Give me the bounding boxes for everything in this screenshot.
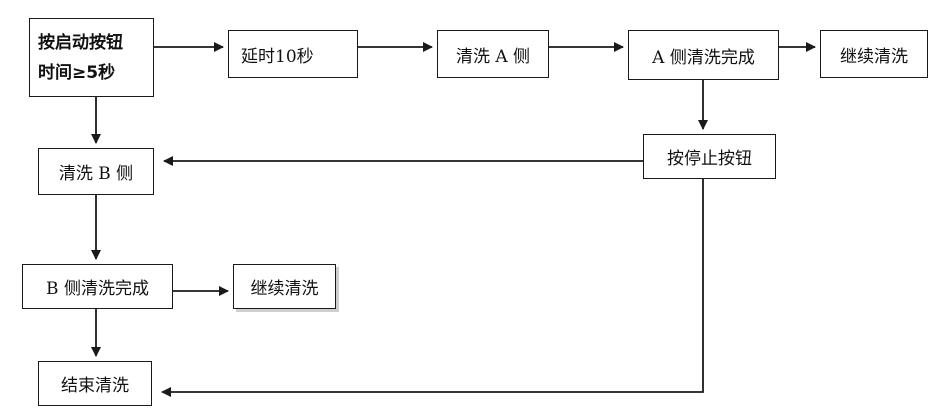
continue-wash-top-label: 继续清洗 [840, 46, 908, 67]
a-done-box: A 侧清洗完成 [628, 30, 779, 80]
continue-wash-bottom-label: 继续清洗 [250, 279, 319, 299]
continue-wash-bottom-box: 继续清洗 [233, 264, 336, 309]
delay-label: 延时10秒 [241, 46, 314, 67]
continue-wash-top-box: 继续清洗 [820, 30, 928, 78]
stop-button-box: 按停止按钮 [643, 134, 776, 179]
wash-a-box: 清洗 A 侧 [437, 30, 549, 78]
b-done-label: B 侧清洗完成 [46, 279, 149, 299]
a-done-label: A 侧清洗完成 [652, 47, 755, 68]
wash-a-label: 清洗 A 侧 [455, 46, 531, 67]
start-condition-line1: 按启动按钮 [38, 32, 123, 53]
end-wash-label: 结束清洗 [61, 376, 129, 396]
stop-button-label: 按停止按钮 [667, 149, 752, 169]
end-wash-box: 结束清洗 [38, 361, 152, 406]
delay-box: 延时10秒 [228, 30, 358, 78]
start-condition-line2: 时间≥5秒 [38, 62, 116, 83]
wash-b-box: 清洗 B 侧 [38, 148, 154, 195]
wash-b-label: 清洗 B 侧 [58, 164, 134, 184]
b-done-box: B 侧清洗完成 [22, 264, 173, 309]
arrow-stop-to-end [161, 179, 704, 397]
start-condition-box: 按启动按钮 时间≥5秒 [29, 18, 154, 97]
